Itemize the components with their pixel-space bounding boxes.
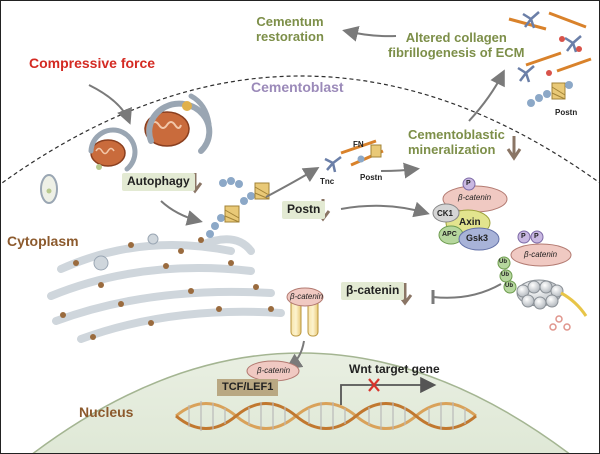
dna-helix-icon	[175, 401, 477, 431]
nucleus-label: Nucleus	[79, 404, 134, 420]
mineralization-down-arrow	[506, 136, 522, 161]
autophagosome-icon	[88, 127, 138, 172]
tnc-label: Tnc	[320, 177, 335, 186]
phosphate-label: P	[534, 233, 539, 240]
ub-label: Ub	[505, 283, 513, 289]
axin-label: Axin	[459, 217, 481, 228]
postn-ecm-label: Postn	[555, 108, 578, 117]
tcf-lef1-box: TCF/LEF1	[217, 379, 279, 396]
fn-to-mineralization-arrow	[380, 162, 420, 179]
ubiquitin-icon	[497, 230, 572, 294]
phosphate-label: P	[521, 233, 526, 240]
cell-membrane	[1, 75, 599, 185]
peptide-fragments	[549, 315, 571, 331]
lysosome-icon	[96, 164, 102, 170]
beta-catenin-nuclear-label: β-catenin	[257, 366, 291, 375]
cytoplasm-label: Cytoplasm	[7, 233, 79, 249]
inhibit-cross-icon	[368, 378, 380, 392]
gsk3-label: Gsk3	[466, 233, 489, 243]
mitochondrion-icon	[90, 139, 126, 167]
endoplasmic-reticulum	[47, 235, 285, 343]
ub-label: Ub	[501, 272, 509, 278]
postn-to-complex-arrow	[340, 201, 430, 218]
apc-label: APC	[442, 231, 457, 238]
transcription-arrow	[340, 376, 437, 405]
beta-catenin-complex-label: β-catenin	[458, 193, 492, 202]
postn-secretion-arrow	[265, 166, 320, 198]
autophagy-to-er-arrow	[160, 200, 203, 226]
autophagy-box: Autophagy	[122, 173, 195, 191]
mitochondrion-icon	[144, 111, 190, 147]
lysosome-icon	[46, 188, 52, 194]
beta-catenin-ub-label: β-catenin	[524, 250, 558, 259]
lysosome-icon	[182, 101, 192, 111]
autophagosome-icon	[188, 93, 212, 127]
cementoblastic-mineralization-label: Cementoblastic mineralization	[408, 127, 505, 157]
postn-protein-icon	[206, 177, 270, 238]
vesicle	[147, 233, 159, 245]
beta-catenin-membrane-label: β-catenin	[290, 292, 324, 301]
fn-label: FN	[353, 140, 364, 149]
postn-small-label: Postn	[360, 173, 383, 182]
vesicle	[93, 255, 109, 271]
cementoblast-label: Cementoblast	[251, 79, 344, 95]
postn-protein-icon	[527, 81, 573, 107]
altered-collagen-label: Altered collagen fibrillogenesis of ECM	[388, 30, 525, 60]
ck1-label: CK1	[437, 209, 454, 218]
destruction-complex	[432, 177, 508, 251]
phosphate-icon	[462, 177, 476, 191]
compressive-force-label: Compressive force	[29, 55, 156, 71]
postn-box: Postn	[282, 201, 326, 219]
inhibit-line	[432, 283, 502, 299]
mineralization-to-collagen-arrow	[468, 69, 505, 122]
ribosome-dots	[60, 237, 274, 340]
proteasome-icon	[516, 279, 588, 317]
cementum-restoration-label: Cementum restoration	[256, 14, 324, 44]
beta-catenin-box: β-catenin	[341, 282, 405, 300]
collagen-fiber-icon	[508, 11, 592, 83]
collagen-to-restoration-arrow	[342, 26, 397, 42]
receptor-icon	[286, 287, 324, 337]
phosphate-label: P	[466, 180, 471, 187]
collagen-fiber-icon	[324, 139, 384, 173]
wnt-target-gene-label: Wnt target gene	[349, 362, 440, 376]
ub-label: Ub	[499, 259, 507, 265]
force-arrow	[88, 84, 132, 125]
